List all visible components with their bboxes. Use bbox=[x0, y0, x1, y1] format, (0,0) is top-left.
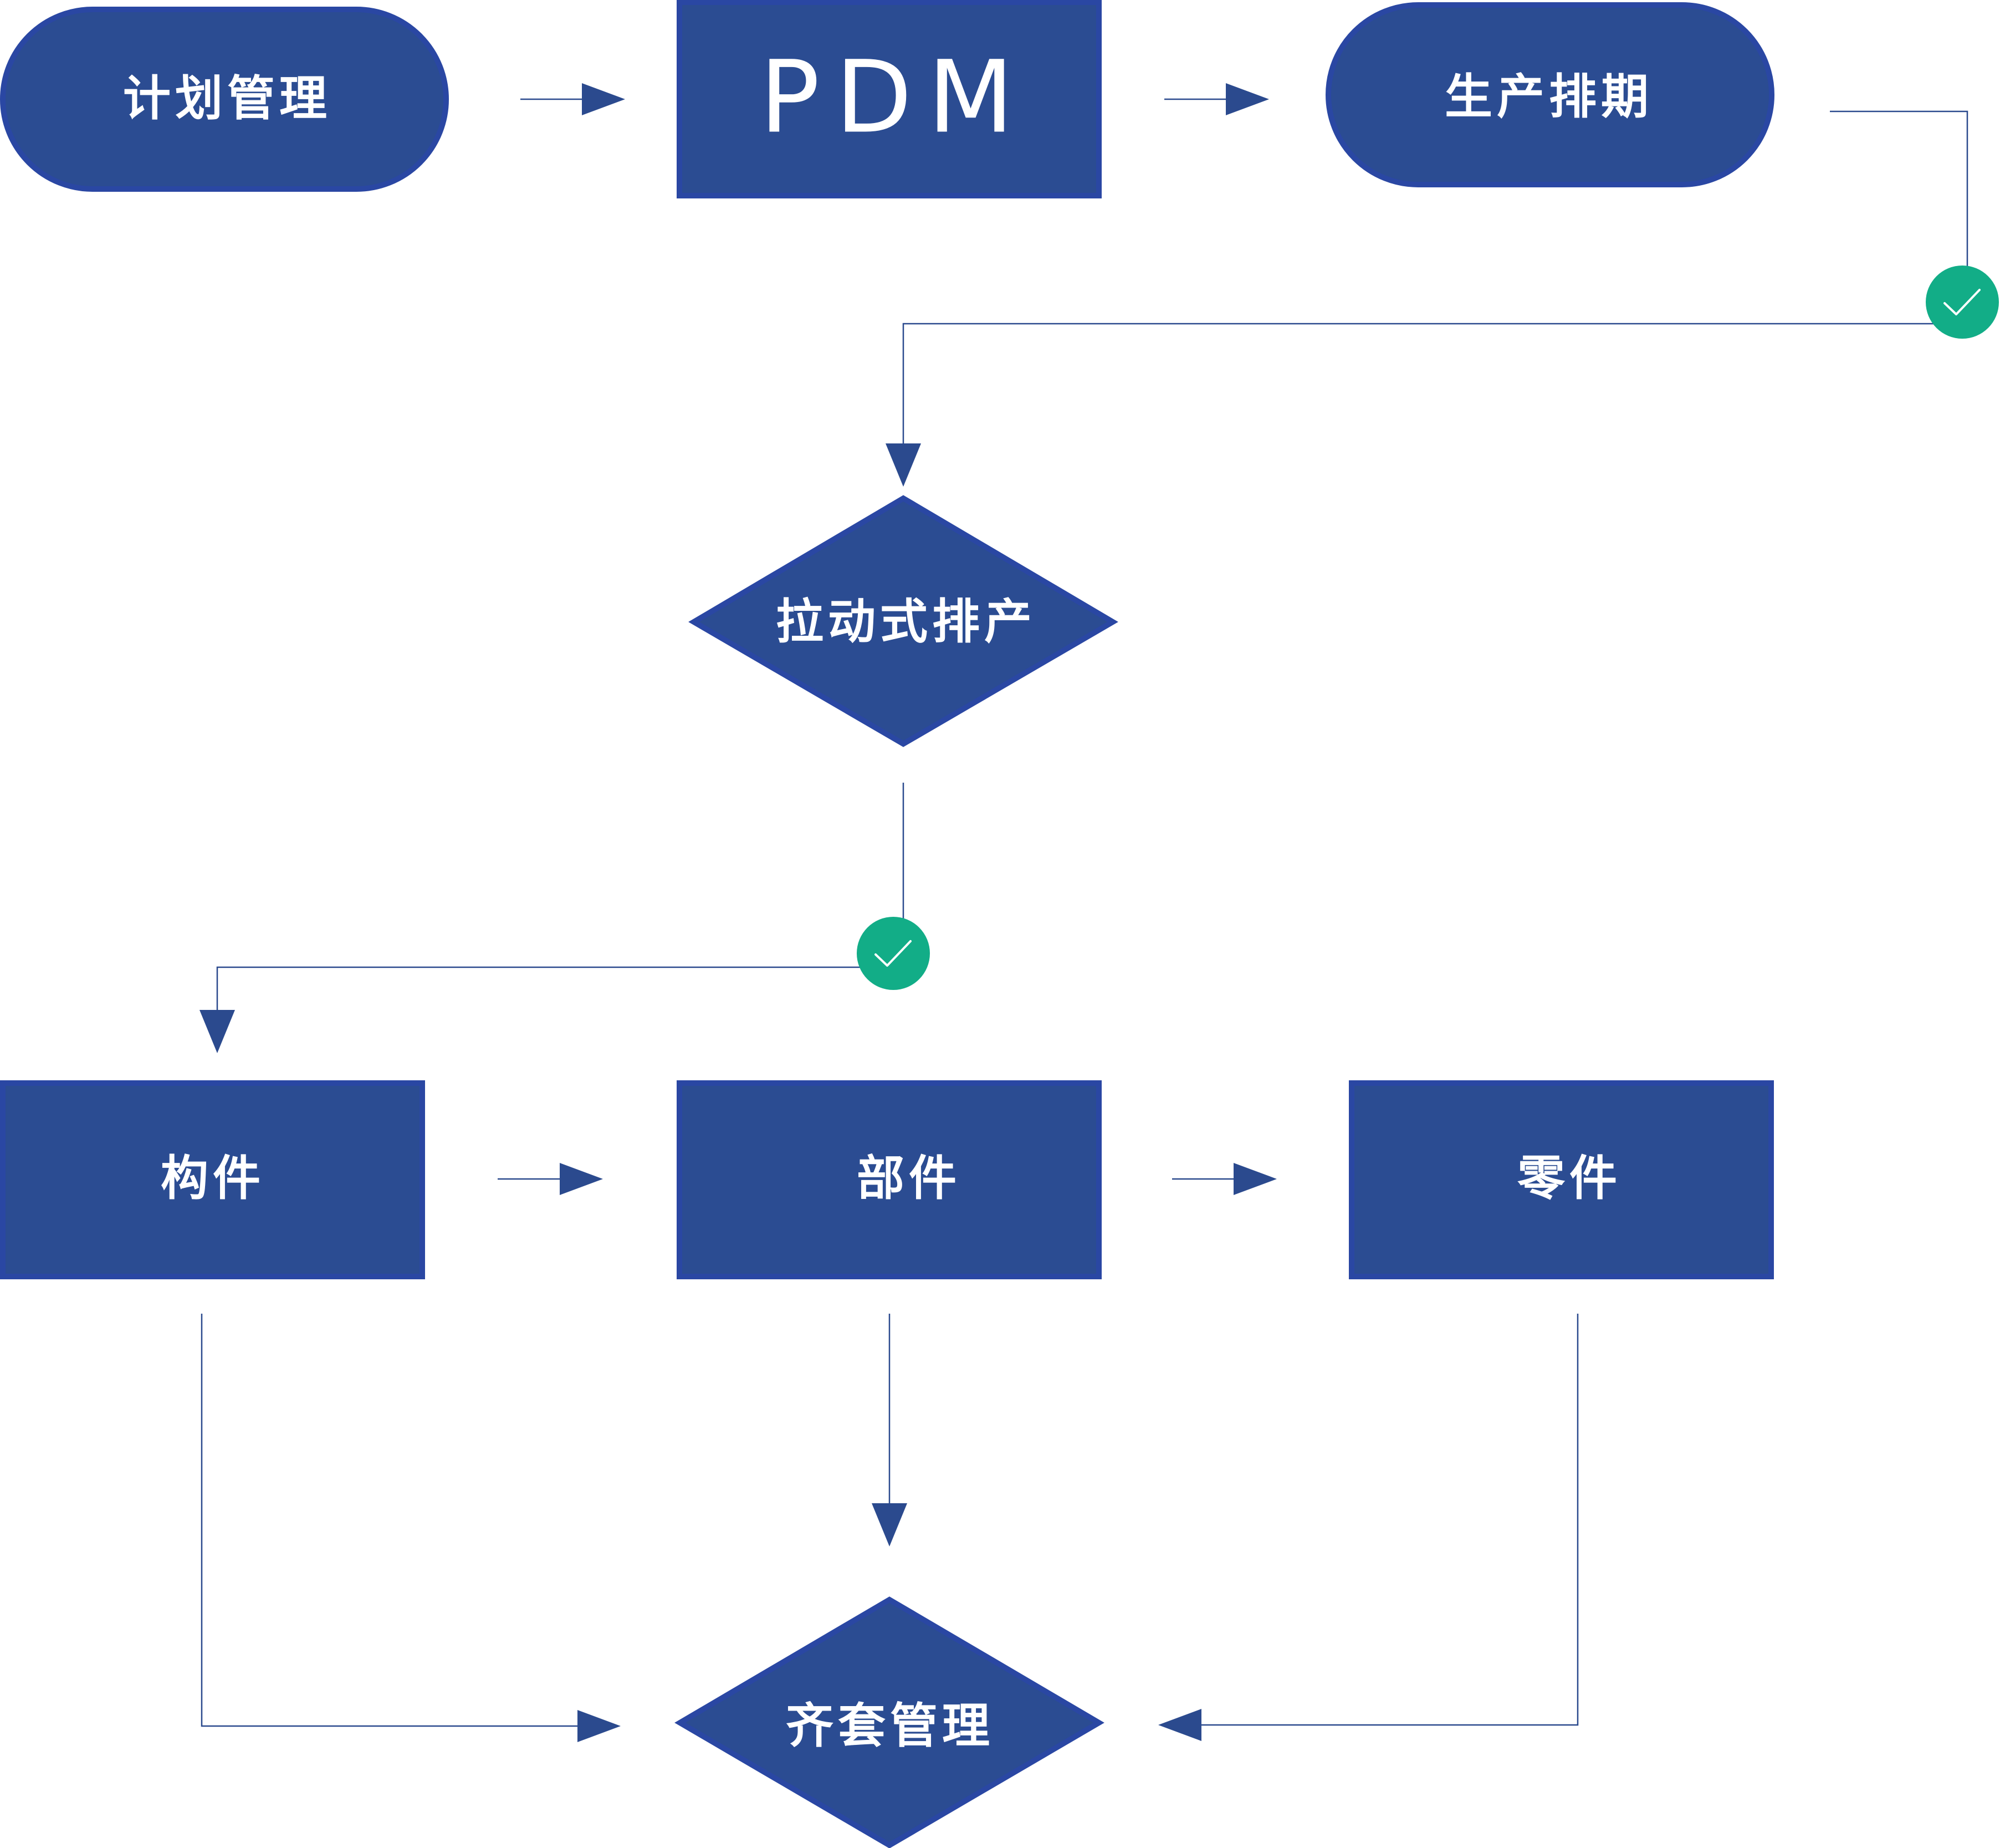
node-part-label: 零件 bbox=[1517, 1151, 1622, 1206]
arrow-head-down-icon bbox=[872, 1503, 907, 1546]
arrow-head-right-icon bbox=[1234, 1163, 1277, 1195]
edge-part-to-kitting bbox=[1201, 1314, 1579, 1726]
node-assembly-label: 部件 bbox=[857, 1151, 961, 1206]
node-pdm-label: PDM bbox=[760, 40, 1029, 156]
arrow-head-left-icon bbox=[1158, 1709, 1201, 1741]
node-part: 零件 bbox=[1349, 1080, 1774, 1279]
node-component-label: 构件 bbox=[161, 1151, 265, 1206]
node-production-scheduling-label: 生产排期 bbox=[1445, 69, 1653, 125]
node-plan-management: 计划管理 bbox=[0, 7, 449, 192]
node-pull-scheduling: 拉动式排产 bbox=[688, 495, 1118, 747]
edge-pull-to-component bbox=[216, 783, 904, 1010]
connectors bbox=[200, 83, 1968, 1742]
arrow-head-right-icon bbox=[577, 1710, 621, 1742]
arrow-head-right-icon bbox=[582, 83, 625, 115]
arrow-head-right-icon bbox=[1226, 83, 1269, 115]
node-kitting-management-label: 齐套管理 bbox=[786, 1698, 994, 1754]
check-icon bbox=[857, 917, 930, 990]
node-kitting-management: 齐套管理 bbox=[674, 1596, 1104, 1848]
arrow-head-down-icon bbox=[886, 443, 921, 487]
node-component: 构件 bbox=[0, 1080, 425, 1279]
arrow-head-down-icon bbox=[200, 1010, 235, 1053]
node-production-scheduling: 生产排期 bbox=[1326, 2, 1774, 187]
node-pull-scheduling-label: 拉动式排产 bbox=[776, 594, 1036, 650]
edge-component-to-kitting bbox=[201, 1314, 577, 1727]
node-plan-management-label: 计划管理 bbox=[123, 71, 331, 126]
check-icon bbox=[1926, 266, 1999, 339]
arrow-head-right-icon bbox=[560, 1163, 603, 1195]
node-pdm: PDM bbox=[677, 0, 1102, 198]
node-assembly: 部件 bbox=[677, 1080, 1102, 1279]
